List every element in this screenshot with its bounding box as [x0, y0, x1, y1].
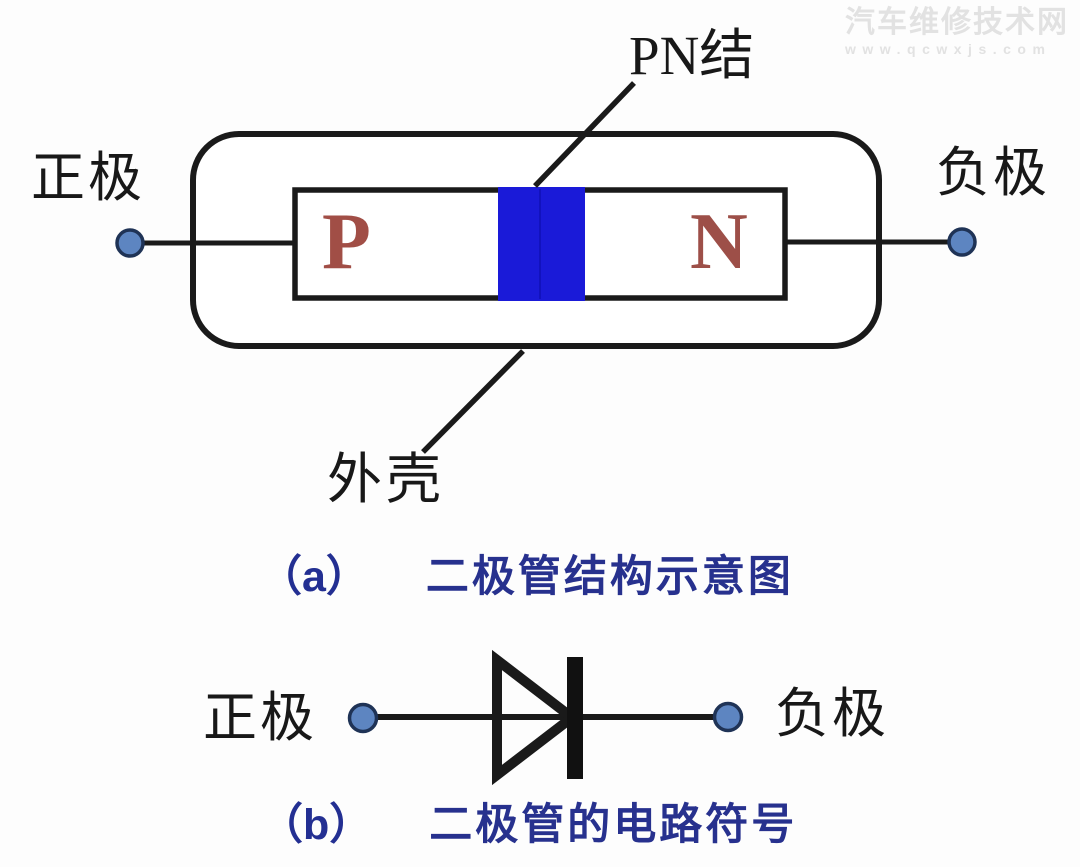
anode-label-a: 正极: [31, 148, 145, 208]
pn-junction-block: [498, 187, 585, 301]
cathode-label-b: 负极: [775, 684, 889, 744]
diode-triangle: [492, 649, 581, 786]
cathode-terminal-dot-b: [712, 701, 744, 733]
cathode-terminal-dot-a: [947, 227, 977, 257]
anode-label-b: 正极: [203, 688, 317, 748]
anode-terminal-dot-a: [115, 228, 145, 258]
shell-pointer-line: [421, 349, 525, 454]
n-region-label: N: [690, 198, 748, 286]
caption-b-text: 二极管的电路符号: [429, 801, 798, 849]
watermark-url: www.qcwxjs.com: [845, 41, 1052, 57]
caption-b-index: （b）: [260, 801, 373, 849]
watermark: 汽车维修技术网 www.qcwxjs.com: [845, 6, 1077, 58]
pn-junction-label: PN结: [629, 25, 755, 86]
watermark-site-name: 汽车维修技术网: [845, 6, 1069, 39]
pn-junction-pointer-line: [533, 81, 636, 188]
caption-b: （b） 二极管的电路符号: [260, 804, 797, 847]
p-region-label: P: [322, 198, 371, 286]
caption-a: （a） 二极管结构示意图: [259, 556, 794, 599]
anode-terminal-dot-b: [347, 702, 379, 734]
caption-a-text: 二极管结构示意图: [425, 553, 794, 601]
shell-label: 外壳: [327, 449, 446, 510]
diode-cathode-bar: [567, 657, 583, 779]
cathode-label-a: 负极: [936, 143, 1050, 203]
caption-a-index: （a）: [259, 553, 369, 601]
